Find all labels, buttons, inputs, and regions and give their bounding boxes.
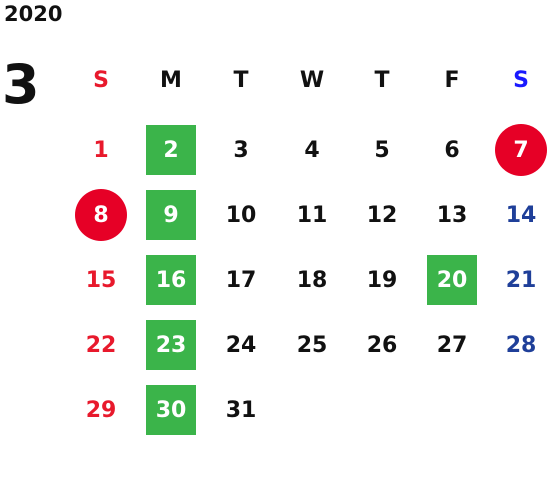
day-cell-23: 23 — [146, 320, 196, 370]
day-cell-12: 12 — [366, 202, 398, 228]
day-cell-9: 9 — [146, 190, 196, 240]
weekday-header-sunday: S — [93, 67, 109, 93]
weekday-header-friday: F — [444, 67, 460, 93]
day-cell-16: 16 — [146, 255, 196, 305]
day-cell-28: 28 — [505, 332, 537, 358]
day-cell-21: 21 — [505, 267, 537, 293]
weekday-header-thursday: T — [374, 67, 390, 93]
day-cell-7: 7 — [495, 124, 547, 176]
weekday-header-monday: M — [160, 67, 182, 93]
day-cell-14: 14 — [505, 202, 537, 228]
day-cell-8: 8 — [75, 189, 127, 241]
weekday-header-tuesday: T — [233, 67, 249, 93]
day-cell-11: 11 — [296, 202, 328, 228]
day-cell-5: 5 — [374, 137, 390, 163]
day-cell-2: 2 — [146, 125, 196, 175]
day-cell-19: 19 — [366, 267, 398, 293]
day-cell-17: 17 — [225, 267, 257, 293]
day-cell-29: 29 — [85, 397, 117, 423]
day-cell-20: 20 — [427, 255, 477, 305]
day-cell-3: 3 — [233, 137, 249, 163]
day-cell-15: 15 — [85, 267, 117, 293]
day-cell-18: 18 — [296, 267, 328, 293]
day-cell-30: 30 — [146, 385, 196, 435]
month-number: 3 — [2, 53, 40, 116]
day-cell-10: 10 — [225, 202, 257, 228]
day-cell-13: 13 — [436, 202, 468, 228]
day-cell-24: 24 — [225, 332, 257, 358]
weekday-header-wednesday: W — [299, 67, 325, 93]
day-cell-22: 22 — [85, 332, 117, 358]
weekday-header-saturday: S — [513, 67, 529, 93]
day-cell-25: 25 — [296, 332, 328, 358]
day-cell-31: 31 — [225, 397, 257, 423]
day-cell-1: 1 — [93, 137, 109, 163]
day-cell-6: 6 — [444, 137, 460, 163]
day-cell-4: 4 — [304, 137, 320, 163]
day-cell-26: 26 — [366, 332, 398, 358]
year-label: 2020 — [4, 2, 63, 26]
day-cell-27: 27 — [436, 332, 468, 358]
